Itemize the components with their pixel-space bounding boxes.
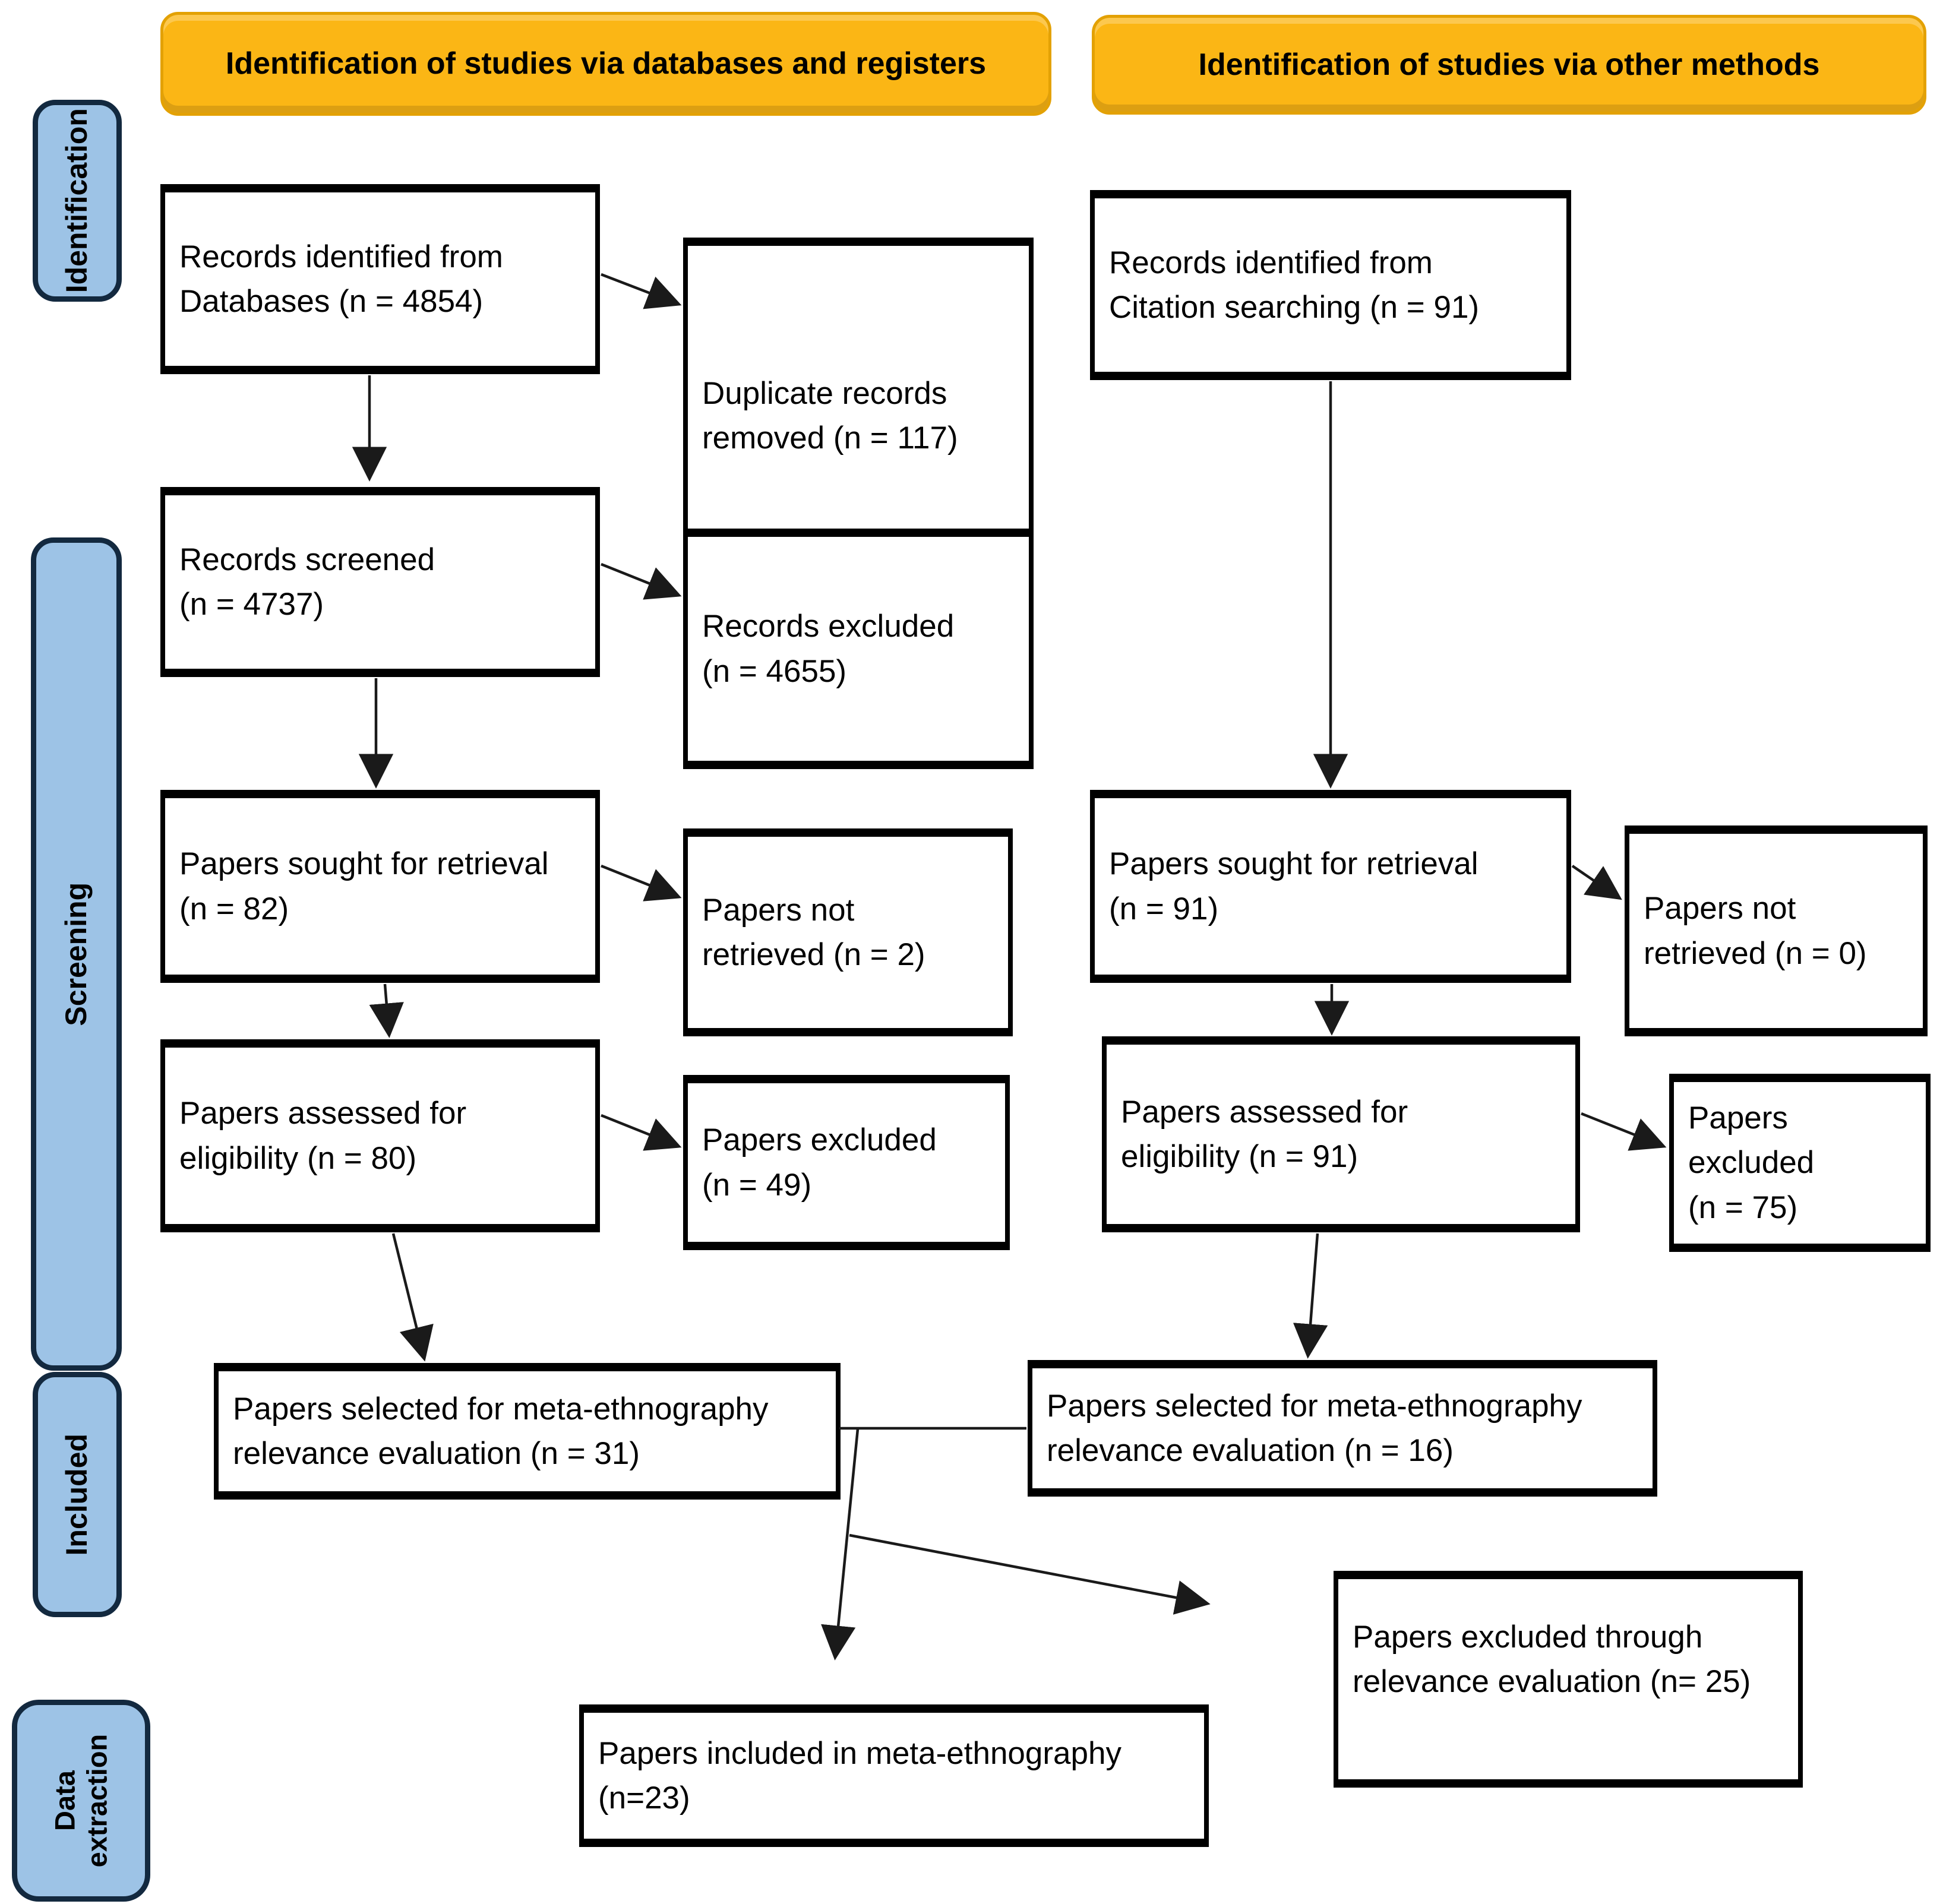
arrow-assessed-other-down [1293, 1233, 1328, 1359]
box-papers-assessed-other: Papers assessed for eligibility (n = 91) [1102, 1036, 1580, 1232]
box-records-identified-citation: Records identified from Citation searchi… [1090, 190, 1571, 380]
stage-included: Included [33, 1372, 122, 1617]
arrow-assessed-db-down [391, 1233, 434, 1362]
arrow-junction-to-excluded-relevance [849, 1533, 1211, 1615]
stage-identification-label: Identification [60, 108, 94, 293]
box-papers-sought-databases: Papers sought for retrieval (n = 82) [160, 790, 600, 983]
arrow-sought-db-down [369, 983, 404, 1038]
box-papers-not-retrieved-databases: Papers not retrieved (n = 2) [683, 828, 1013, 1036]
stage-screening-label: Screening [59, 882, 93, 1026]
arrow-identified-to-duplicates [601, 273, 682, 309]
arrow-sought-other-to-not-retrieved [1571, 865, 1622, 900]
stage-identification: Identification [33, 100, 122, 302]
box-papers-excluded-databases: Papers excluded (n = 49) [683, 1075, 1010, 1250]
box-papers-sought-other: Papers sought for retrieval (n = 91) [1090, 790, 1571, 983]
box-papers-not-retrieved-other: Papers not retrieved (n = 0) [1625, 826, 1928, 1036]
header-other-methods: Identification of studies via other meth… [1092, 15, 1926, 115]
stage-data-extraction-label: Data extraction [49, 1734, 113, 1868]
box-records-excluded: Records excluded (n = 4655) [683, 529, 1034, 769]
arrow-sought-db-to-not-retrieved [601, 864, 682, 902]
stage-data-extraction: Data extraction [12, 1700, 150, 1902]
box-selected-meta-ethnography-other: Papers selected for meta-ethnography rel… [1028, 1360, 1657, 1497]
arrow-screened-to-excluded [601, 562, 682, 600]
stage-screening: Screening [31, 537, 122, 1371]
arrow-assessed-db-to-excluded [601, 1114, 682, 1151]
header-databases-registers: Identification of studies via databases … [160, 12, 1051, 116]
arrow-assessed-other-to-excluded [1581, 1112, 1667, 1151]
box-papers-excluded-other: Papers excluded (n = 75) [1669, 1074, 1931, 1252]
box-papers-included-meta-ethnography: Papers included in meta-ethnography (n=2… [579, 1704, 1209, 1847]
box-papers-excluded-relevance: Papers excluded through relevance evalua… [1334, 1571, 1803, 1788]
box-records-screened: Records screened (n = 4737) [160, 487, 600, 677]
box-records-identified-databases: Records identified from Databases (n = 4… [160, 184, 600, 374]
box-papers-assessed-databases: Papers assessed for eligibility (n = 80) [160, 1039, 600, 1232]
box-selected-meta-ethnography-databases: Papers selected for meta-ethnography rel… [214, 1363, 841, 1500]
stage-included-label: Included [60, 1433, 94, 1556]
